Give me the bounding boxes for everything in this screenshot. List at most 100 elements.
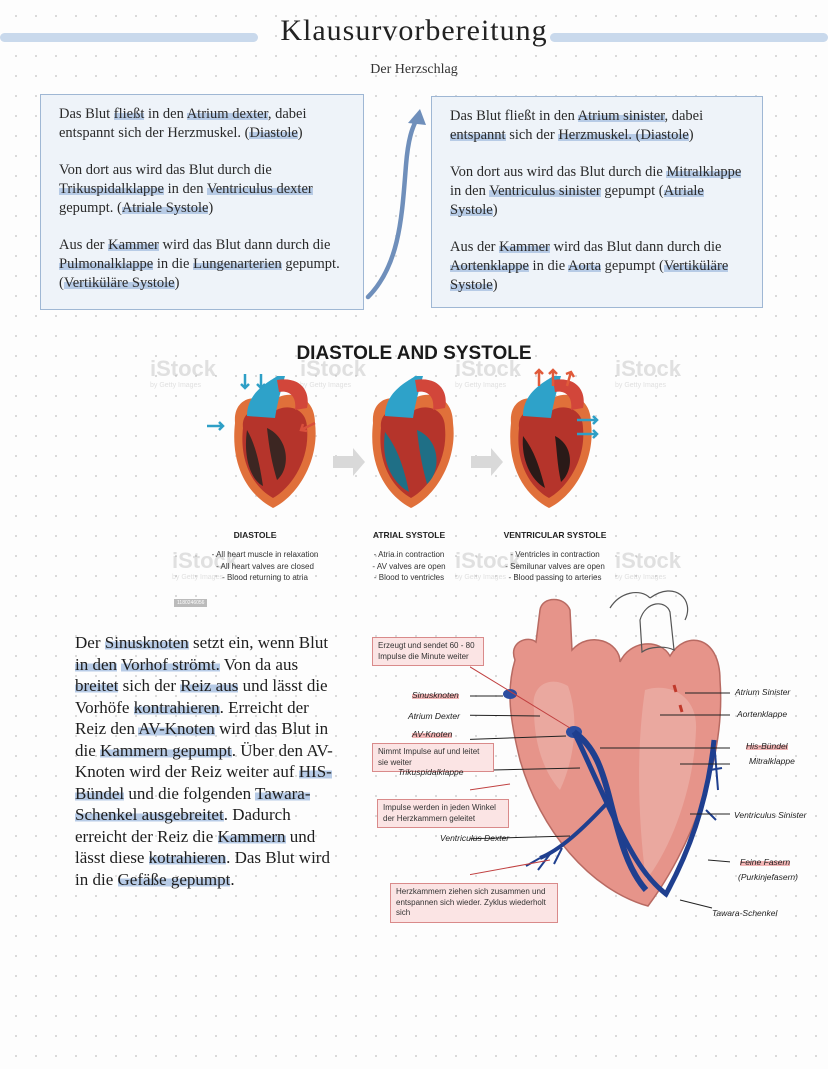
label-trikuspidalklappe: Trikuspidalklappe xyxy=(398,767,464,777)
note-sinusknoten: Erzeugt und sendet 60 - 80 Impulse die M… xyxy=(372,637,484,666)
stage-desc-diastole: - All heart muscle in relaxation- All he… xyxy=(211,550,319,582)
label-purkinjefasern: (Purkinjefasern) xyxy=(738,872,798,882)
heart-ventricular-systole xyxy=(510,368,599,508)
text-run: sich der xyxy=(505,127,559,143)
left-heart-box: Das Blut fließt in den Atrium dexter, da… xyxy=(40,94,364,310)
text-run: Von da aus xyxy=(219,654,299,674)
stage-desc-ventricular-systole: - Ventricles in contraction- Semilunar v… xyxy=(505,550,605,582)
text-run: gepumpt. ( xyxy=(59,256,340,291)
text-run: ) xyxy=(492,202,498,218)
highlighted-term: Gefäße gepumpt xyxy=(117,869,231,889)
label-atrium-dexter: Atrium Dexter xyxy=(408,711,460,721)
highlighted-term: Ventriculus sinister xyxy=(489,183,601,199)
label-atrium-sinister: Atrium Sinister xyxy=(735,687,791,697)
right-heart-box: Das Blut fließt in den Atrium sinister, … xyxy=(431,96,763,308)
highlighted-term: Vertiküläre Systole xyxy=(63,275,175,291)
page-title: Klausurvorbereitung xyxy=(280,14,548,47)
heart-diastole xyxy=(207,374,316,508)
text-run: . Das Blut wird in die xyxy=(75,848,330,889)
highlighted-term: Pulmonalklappe xyxy=(59,256,154,272)
text-run: Von dort aus wird das Blut durch die xyxy=(450,164,667,180)
stage-label-diastole: DIASTOLE xyxy=(233,530,277,540)
text-run: und die folgenden xyxy=(124,783,256,803)
highlighted-term: Herzmuskel. (Diastole xyxy=(558,127,689,143)
text-run: ) xyxy=(208,200,214,216)
title-underline-right xyxy=(550,33,828,42)
note-ventricles: Herzkammern ziehen sich zusammen und ent… xyxy=(390,883,558,923)
highlighted-term: Aortenklappe xyxy=(450,258,529,274)
highlighted-term: Aorta xyxy=(568,258,602,274)
text-run: in den xyxy=(450,183,490,199)
highlighted-term: Lungenarterien xyxy=(193,256,282,272)
title-underline-left xyxy=(0,33,258,42)
highlighted-term: Reiz aus xyxy=(180,676,239,695)
highlighted-term: Trikuspidalklappe xyxy=(59,181,164,197)
box-paragraph: Von dort aus wird das Blut durch die Tri… xyxy=(59,161,349,218)
text-run: gepumpt ( xyxy=(600,183,664,199)
text-run: setzt ein, wenn Blut xyxy=(188,633,329,652)
text-run: gepumpt ( xyxy=(601,258,664,274)
highlighted-term: Sinusknoten xyxy=(104,633,189,652)
label-his-buendel: His-Bündel xyxy=(746,741,788,751)
label-sinusknoten: Sinusknoten xyxy=(412,690,459,700)
text-run: Aus der xyxy=(450,239,500,255)
text-run: ) xyxy=(492,277,498,293)
text-run: Von dort aus wird das Blut durch die xyxy=(59,162,272,178)
text-run: in den xyxy=(144,106,187,122)
arrow-right-icon xyxy=(471,448,503,476)
text-run: , dabei entspannt sich der Herzmuskel. ( xyxy=(59,106,307,141)
heart-atrial-systole xyxy=(372,376,454,508)
text-run: ) xyxy=(174,275,180,291)
text-run: Das Blut xyxy=(59,106,114,122)
label-ventriculus-sinister: Ventriculus Sinister xyxy=(734,810,807,820)
highlighted-term: AV-Knoten xyxy=(138,719,215,738)
box-paragraph: Aus der Kammer wird das Blut dann durch … xyxy=(59,236,349,293)
text-run: ) xyxy=(688,127,694,143)
text-run: sich der xyxy=(118,676,181,695)
highlighted-term: Vorhof strömt. xyxy=(120,654,220,674)
text-run: Aus der xyxy=(59,237,109,253)
text-run: ) xyxy=(297,125,303,141)
highlighted-term: in den xyxy=(75,654,118,674)
conduction-paragraph: Der Sinusknoten setzt ein, wenn Blut in … xyxy=(75,632,335,890)
text-run: . Über den AV-Knoten wird der Reiz weite… xyxy=(75,740,333,782)
highlighted-term: kontrahieren xyxy=(133,697,220,717)
box-paragraph: Das Blut fließt in den Atrium dexter, da… xyxy=(59,105,349,143)
highlighted-term: Mitralklappe xyxy=(666,164,742,180)
text-run: Das Blut fließt in den xyxy=(450,108,578,124)
highlighted-term: Ventriculus dexter xyxy=(206,181,313,197)
highlighted-term: Kammer xyxy=(499,239,550,255)
heart-cycle-illustration xyxy=(207,368,599,508)
text-run: in den xyxy=(164,181,207,197)
highlighted-term: fließt xyxy=(113,106,145,122)
stage-desc-atrial-systole: - Atria in contraction- AV valves are op… xyxy=(372,550,446,582)
label-av-knoten: AV-Knoten xyxy=(412,729,453,739)
text-run: Der xyxy=(75,633,105,652)
highlighted-term: entspannt xyxy=(450,127,506,143)
text-run: gepumpt. ( xyxy=(59,200,122,216)
highlighted-term: Atrium dexter xyxy=(186,106,268,122)
label-aortenklappe: Aortenklappe xyxy=(737,709,788,719)
stage-label-ventricular-systole: VENTRICULAR SYSTOLE xyxy=(503,530,607,540)
text-run: . Dadurch erreicht der Reiz die xyxy=(75,805,291,846)
highlighted-term: breitet xyxy=(75,676,119,695)
highlighted-term: Kammern gepumpt xyxy=(100,740,232,760)
box-paragraph: Von dort aus wird das Blut durch die Mit… xyxy=(450,163,748,220)
figure-title: DIASTOLE AND SYSTOLE xyxy=(296,343,532,364)
highlighted-term: kotrahieren xyxy=(148,848,227,867)
highlighted-term: Diastole xyxy=(249,125,298,141)
box-paragraph: Das Blut fließt in den Atrium sinister, … xyxy=(450,107,748,145)
highlighted-term: Kammer xyxy=(108,237,159,253)
label-ventriculus-dexter: Ventriculus Dexter xyxy=(440,833,510,843)
page-subtitle: Der Herzschlag xyxy=(370,62,458,77)
text-run: und lässt die Vorhöfe xyxy=(75,676,328,717)
text-run: wird das Blut dann durch die xyxy=(158,237,331,253)
highlighted-term: Atrium sinister xyxy=(577,108,665,124)
label-tawara-schenkel: Tawara-Schenkel xyxy=(712,908,778,918)
highlighted-term: Kammern xyxy=(217,826,286,846)
